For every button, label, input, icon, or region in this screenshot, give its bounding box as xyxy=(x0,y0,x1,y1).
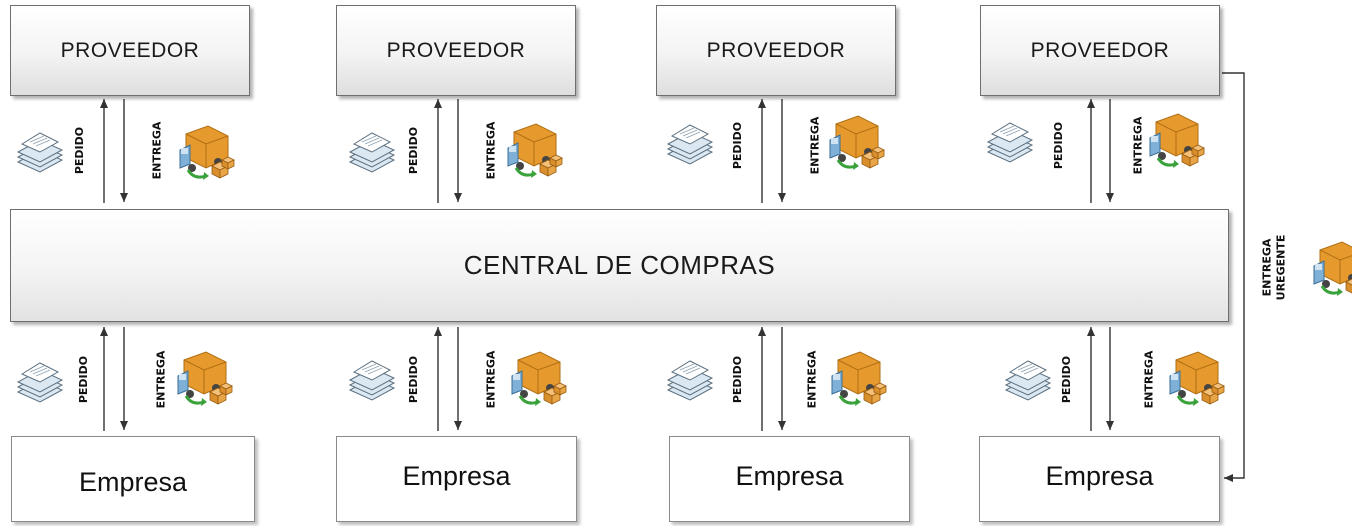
documents-stack-icon xyxy=(346,356,396,407)
order-label: PEDIDO xyxy=(73,126,87,175)
documents-stack-icon xyxy=(664,120,714,171)
provider-label: PROVEEDOR xyxy=(60,38,200,62)
provider-label: PROVEEDOR xyxy=(1030,38,1170,62)
delivery-label: ENTREGA xyxy=(484,350,498,409)
delivery-truck-icon xyxy=(1168,350,1226,413)
urgent-delivery-arrow xyxy=(1222,72,1245,482)
provider-box: PROVEEDOR xyxy=(656,5,896,96)
urgent-delivery-truck-icon xyxy=(1312,240,1352,303)
delivery-label: ENTREGA xyxy=(1131,116,1145,175)
company-box: Empresa xyxy=(669,436,910,522)
documents-stack-icon xyxy=(14,128,64,179)
delivery-label: ENTREGA xyxy=(150,121,164,180)
order-label: PEDIDO xyxy=(407,126,421,175)
company-box: Empresa xyxy=(11,436,255,522)
delivery-truck-icon xyxy=(828,114,886,177)
order-label: PEDIDO xyxy=(407,355,421,404)
delivery-truck-icon xyxy=(830,350,888,413)
central-de-compras-box: CENTRAL DE COMPRAS xyxy=(10,209,1229,322)
company-label: Empresa xyxy=(78,466,188,497)
provider-label: PROVEEDOR xyxy=(706,38,846,62)
delivery-truck-icon xyxy=(178,124,236,187)
delivery-truck-icon xyxy=(510,350,568,413)
order-label: PEDIDO xyxy=(1052,121,1066,170)
provider-box: PROVEEDOR xyxy=(980,5,1220,96)
delivery-label: ENTREGA xyxy=(484,121,498,180)
order-label: PEDIDO xyxy=(77,355,91,404)
company-box: Empresa xyxy=(979,436,1220,522)
delivery-label: ENTREGA xyxy=(154,350,168,409)
documents-stack-icon xyxy=(1002,356,1052,407)
documents-stack-icon xyxy=(984,118,1034,169)
delivery-label: ENTREGA xyxy=(808,116,822,175)
provider-label: PROVEEDOR xyxy=(386,38,526,62)
order-label: PEDIDO xyxy=(731,121,745,170)
company-box: Empresa xyxy=(336,436,577,522)
delivery-label: ENTREGA xyxy=(805,350,819,409)
provider-box: PROVEEDOR xyxy=(336,5,576,96)
company-label: Empresa xyxy=(1045,460,1154,491)
delivery-truck-icon xyxy=(1148,112,1206,175)
delivery-label: ENTREGA xyxy=(1142,350,1156,409)
company-label: Empresa xyxy=(402,460,511,491)
provider-box: PROVEEDOR xyxy=(10,5,250,96)
order-label: PEDIDO xyxy=(731,355,745,404)
order-label: PEDIDO xyxy=(1060,355,1074,404)
documents-stack-icon xyxy=(14,358,64,409)
urgent-delivery-label-1: ENTREGA xyxy=(1260,238,1274,297)
delivery-truck-icon xyxy=(176,350,234,413)
central-label: CENTRAL DE COMPRAS xyxy=(463,250,776,280)
documents-stack-icon xyxy=(346,128,396,179)
company-label: Empresa xyxy=(735,460,844,491)
urgent-delivery-label-2: UREGENTE xyxy=(1274,234,1288,301)
documents-stack-icon xyxy=(664,356,714,407)
delivery-truck-icon xyxy=(506,122,564,185)
